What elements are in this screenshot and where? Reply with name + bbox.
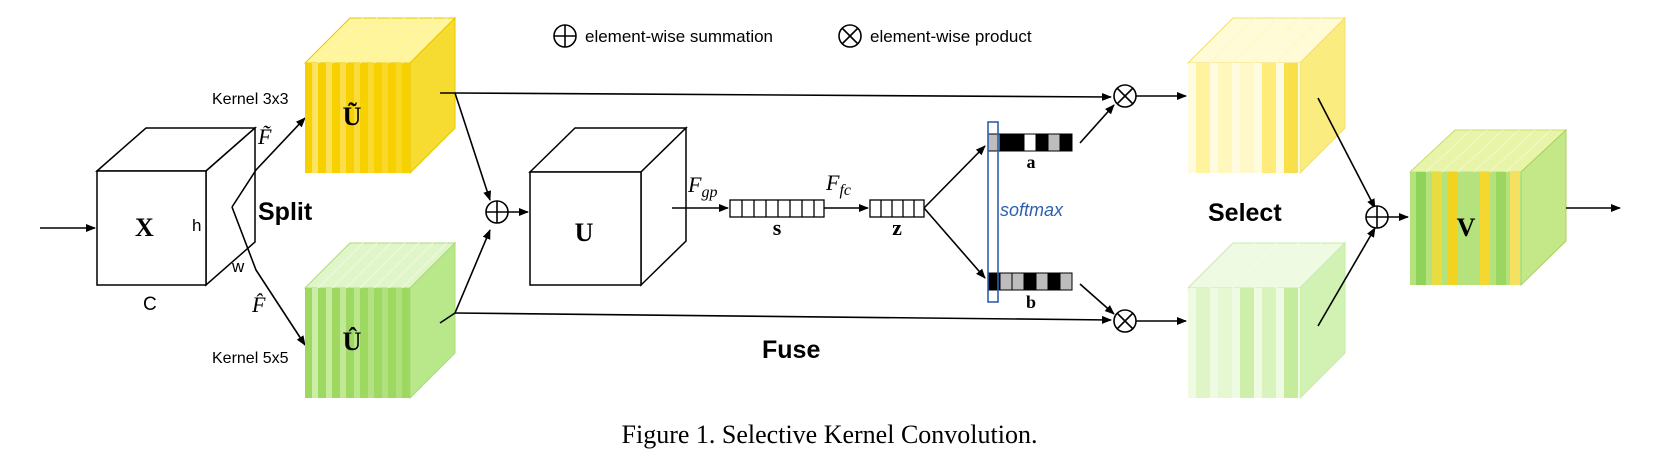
kernel-3x3-label: Kernel 3x3 [212,91,289,108]
product-node-top [1113,84,1137,108]
z-label: z [892,215,902,240]
product-node-bottom [1113,309,1137,333]
fc-label: Ffc [825,170,851,199]
split-paths [231,117,306,346]
u-tilde-label: Ũ [343,102,362,131]
gp-label: Fgp [687,172,717,201]
input-x-cube [95,126,257,287]
u-cube [528,126,688,287]
kernel-5x5-label: Kernel 5x5 [212,350,289,367]
z-vector [869,199,925,218]
legend: element-wise summation element-wise prod… [553,24,1032,48]
b-vector [987,272,1073,291]
a-vector [987,133,1073,152]
fuse-label: Fuse [762,336,820,364]
attention-paths [923,104,1115,315]
op-hat-f-label: F̂ [251,292,266,317]
s-label: s [773,215,782,240]
input-h-label: h [192,216,201,235]
softmax-label: softmax [1000,200,1064,220]
b-label: b [1026,292,1036,312]
select-paths [1317,97,1376,327]
input-w-label: w [231,257,245,276]
input-c-label: C [143,294,157,315]
input-x-label: X [135,213,154,242]
u-tilde-cube [303,16,457,175]
softmax-box [987,121,999,303]
summation-legend-icon [553,24,577,48]
selected-green-cube [1186,241,1347,400]
u-hat-label: Û [343,327,362,356]
v-cube [1408,128,1568,287]
v-label: V [1457,213,1476,242]
product-legend-text: element-wise product [870,27,1032,46]
u-hat-cube [303,241,457,400]
u-label: U [575,218,594,247]
summation-node [485,200,509,224]
selected-yellow-cube [1186,16,1347,175]
op-tilde-f-label: F̃ [257,124,272,149]
figure-caption: Figure 1. Selective Kernel Convolution. [621,420,1038,449]
select-label: Select [1208,199,1282,227]
split-label: Split [258,198,313,226]
fuse-paths [439,92,1112,324]
summation-legend-text: element-wise summation [585,27,773,46]
final-summation-node [1365,205,1389,229]
a-label: a [1027,152,1036,172]
product-legend-icon [838,24,862,48]
s-vector [729,199,825,218]
